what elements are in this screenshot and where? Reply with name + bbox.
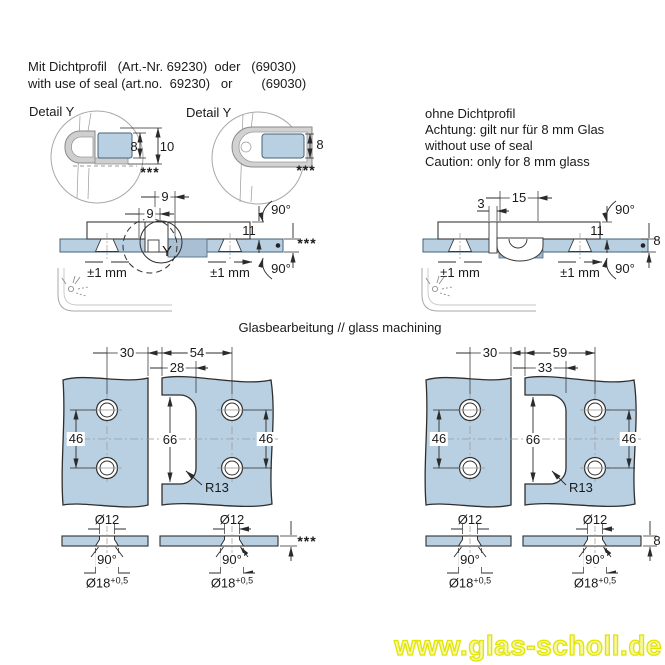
- angle-90: 90°: [220, 552, 244, 567]
- dim-d18: Ø18+0,5: [83, 573, 131, 591]
- watermark-url: www.glas-scholl.de: [394, 629, 663, 661]
- dim-d18: Ø18+0,5: [446, 573, 494, 591]
- dim-30: 30: [480, 345, 500, 360]
- no-seal-line-4: Caution: only for 8 mm glass: [425, 154, 590, 169]
- dim-28: 28: [167, 360, 187, 375]
- dim-46: 46: [256, 431, 276, 446]
- dim-66: 66: [523, 432, 543, 447]
- tolerance-label: ±1 mm: [87, 265, 127, 280]
- glass-panel-with-cutout: [524, 375, 637, 508]
- dim-d12: Ø12: [94, 512, 120, 527]
- machining-title: Glasbearbeitung // glass machining: [238, 320, 442, 335]
- no-seal-line-1: ohne Dichtprofil: [425, 106, 516, 121]
- seal-note-en: with use of seal (art.no. 69230) or (690…: [28, 76, 307, 91]
- glass-edge: [97, 132, 133, 159]
- dim-46: 46: [66, 431, 86, 446]
- tolerance-label: ±1 mm: [560, 265, 600, 280]
- dim-66: 66: [160, 432, 180, 447]
- angle-90: 90°: [95, 552, 119, 567]
- angle-90-bottom: 90°: [615, 261, 635, 276]
- dim-glass-8: 8: [316, 137, 324, 152]
- tolerance-label: ±1 mm: [440, 265, 480, 280]
- sparkle-icon: [425, 275, 453, 297]
- dim-9-lower: 9: [144, 206, 156, 221]
- dim-46: 46: [619, 431, 639, 446]
- glass-cross-section-left: [61, 521, 297, 574]
- no-seal-line-2: Achtung: gilt nur für 8 mm Glas: [425, 122, 605, 137]
- countersunk-screw: [447, 233, 593, 259]
- detail-y-marker: Y: [161, 243, 173, 260]
- stars-note: ***: [297, 235, 317, 251]
- dim-11-plate: 11: [590, 223, 604, 238]
- seal-note-de: Mit Dichtprofil (Art.-Nr. 69230) oder (6…: [28, 59, 297, 74]
- dim-r13: R13: [569, 480, 593, 495]
- dim-59: 59: [550, 345, 570, 360]
- sparkle-icon: [61, 275, 89, 297]
- dim-11-plate: 11: [242, 223, 256, 238]
- angle-90-bottom: 90°: [271, 261, 291, 276]
- glass-edge: [261, 133, 305, 159]
- dim-3: 3: [477, 196, 485, 211]
- dim-8-glass: 8: [653, 533, 661, 548]
- drill-hole: [95, 398, 244, 480]
- glass-panel-with-cutout: [161, 375, 274, 508]
- detail-y-right-label: Detail Y: [186, 105, 232, 120]
- dim-r13: R13: [205, 480, 229, 495]
- dim-15: 15: [509, 190, 529, 205]
- stars-note: ***: [297, 533, 317, 549]
- hinge-knuckle: [496, 237, 544, 262]
- angle-90: 90°: [583, 552, 607, 567]
- tolerance-label: ±1 mm: [210, 265, 250, 280]
- dim-30: 30: [117, 345, 137, 360]
- dim-total-10: 10: [159, 139, 175, 154]
- dim-d12: Ø12: [457, 512, 483, 527]
- detail-y-left-drawing: [50, 110, 162, 204]
- hinge-side-view-left: [57, 191, 299, 312]
- detail-y-marker-circle: [122, 218, 178, 274]
- hinge-plate: [437, 221, 601, 240]
- angle-90: 90°: [458, 552, 482, 567]
- stars-note: ***: [296, 162, 316, 178]
- dim-d12: Ø12: [219, 512, 245, 527]
- dim-8-glass: 8: [653, 233, 661, 248]
- detail-y-left-label: Detail Y: [29, 104, 75, 119]
- dim-54: 54: [187, 345, 207, 360]
- angle-90-top: 90°: [615, 202, 635, 217]
- dim-9-upper: 9: [159, 189, 171, 204]
- stars-note: ***: [140, 164, 160, 180]
- no-seal-line-3: without use of seal: [425, 138, 533, 153]
- countersunk-screw: [94, 233, 243, 259]
- detail-y-right-drawing: [211, 111, 314, 205]
- dim-glass-8: 8: [130, 139, 138, 154]
- dim-d18: Ø18+0,5: [208, 573, 256, 591]
- dim-d18: Ø18+0,5: [571, 573, 619, 591]
- dim-d12: Ø12: [582, 512, 608, 527]
- glass-machining-left: [61, 347, 278, 508]
- dim-46: 46: [429, 431, 449, 446]
- dim-33: 33: [535, 360, 555, 375]
- angle-90-top: 90°: [271, 202, 291, 217]
- hinge-side-view-right: [421, 191, 656, 312]
- glass-machining-right: [424, 347, 641, 508]
